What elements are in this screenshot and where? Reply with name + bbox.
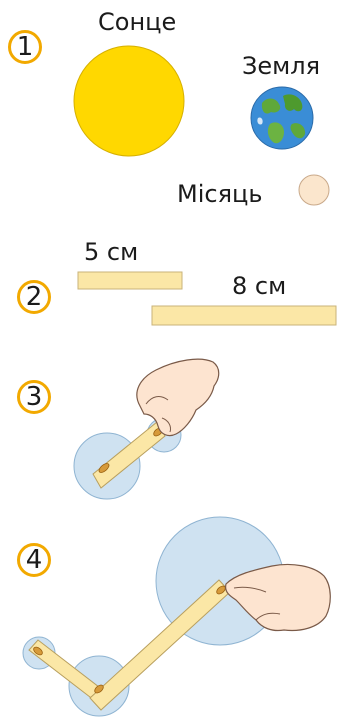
- moon-disc: [298, 174, 330, 206]
- step-1-badge: 1: [8, 30, 42, 64]
- short-strip: [77, 271, 183, 290]
- step-4-number: 4: [25, 545, 43, 575]
- sun-disc: [73, 45, 185, 157]
- earth-label: Земля: [242, 52, 321, 80]
- strip-step3: [92, 421, 166, 489]
- step-2-badge: 2: [17, 280, 51, 314]
- step-1-number: 1: [16, 32, 34, 62]
- hand-step4: [225, 563, 331, 632]
- long-strip: [151, 305, 337, 326]
- earth-globe: [250, 86, 314, 150]
- long-strip-label: 8 см: [232, 272, 287, 300]
- step-3-badge: 3: [17, 380, 51, 414]
- pin-marks-step4: [33, 585, 226, 694]
- hand-step3: [136, 358, 220, 437]
- sun-label: Сонце: [98, 8, 177, 36]
- step-2-number: 2: [25, 282, 43, 312]
- step-4-badge: 4: [17, 543, 51, 577]
- short-strip-label: 5 см: [84, 238, 139, 266]
- moon-label: Місяць: [177, 180, 263, 208]
- step-3-number: 3: [25, 382, 43, 412]
